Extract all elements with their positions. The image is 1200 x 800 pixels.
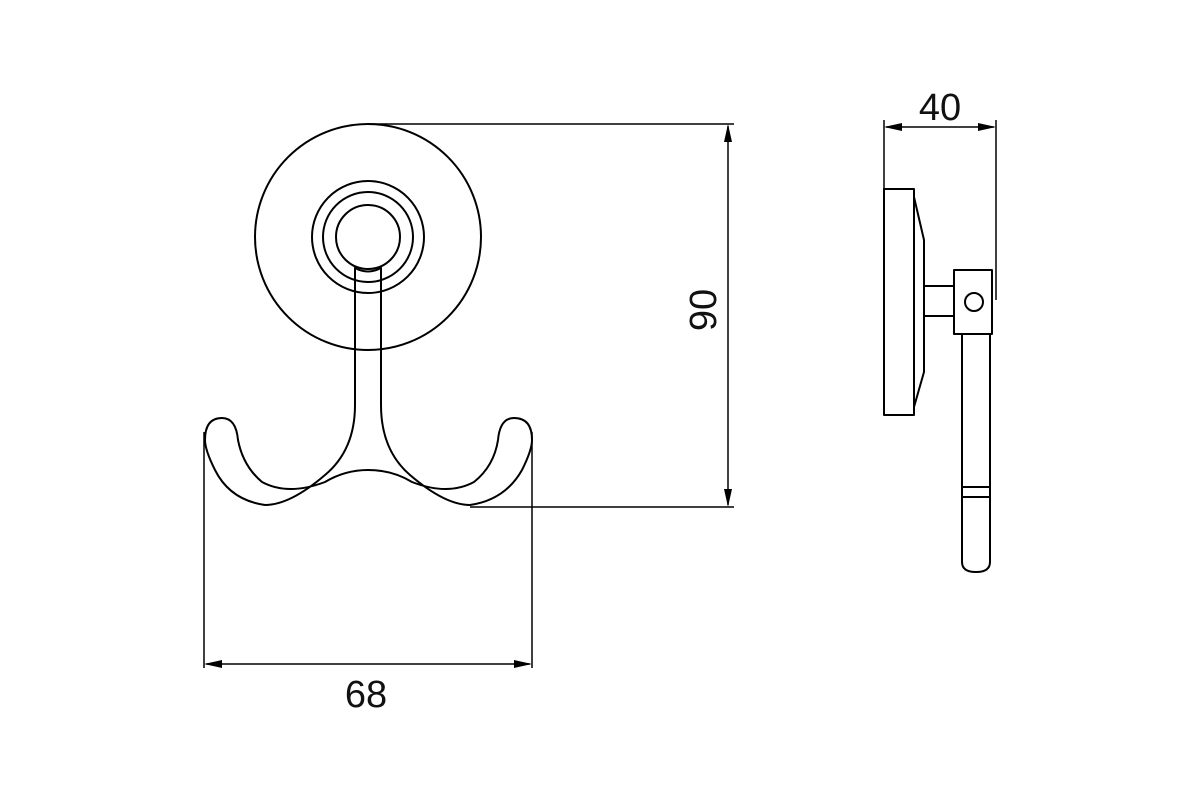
height-arrow-bottom [724, 489, 732, 507]
side-view [883, 188, 993, 573]
height-dimension-label: 90 [683, 289, 725, 331]
dimension-width: 68 [203, 432, 533, 716]
side-head-block [953, 269, 993, 335]
base-ring-outer [311, 180, 425, 294]
double-hook-body [204, 267, 533, 506]
depth-dimension-label: 40 [919, 87, 961, 129]
height-arrow-top [724, 124, 732, 142]
depth-arrow-right [978, 123, 996, 131]
stem-top-arc [354, 267, 382, 273]
dimension-height: 90 [368, 123, 734, 508]
width-arrow-left [204, 660, 222, 668]
width-dimension-label: 68 [345, 674, 387, 716]
side-base-plate [883, 188, 915, 416]
side-hook-arm [961, 333, 991, 573]
width-arrow-right [514, 660, 532, 668]
depth-arrow-left [884, 123, 902, 131]
base-ring-inner [335, 204, 401, 270]
side-set-screw [964, 292, 984, 312]
base-ring-middle [322, 191, 414, 283]
dimension-depth: 40 [883, 87, 997, 300]
